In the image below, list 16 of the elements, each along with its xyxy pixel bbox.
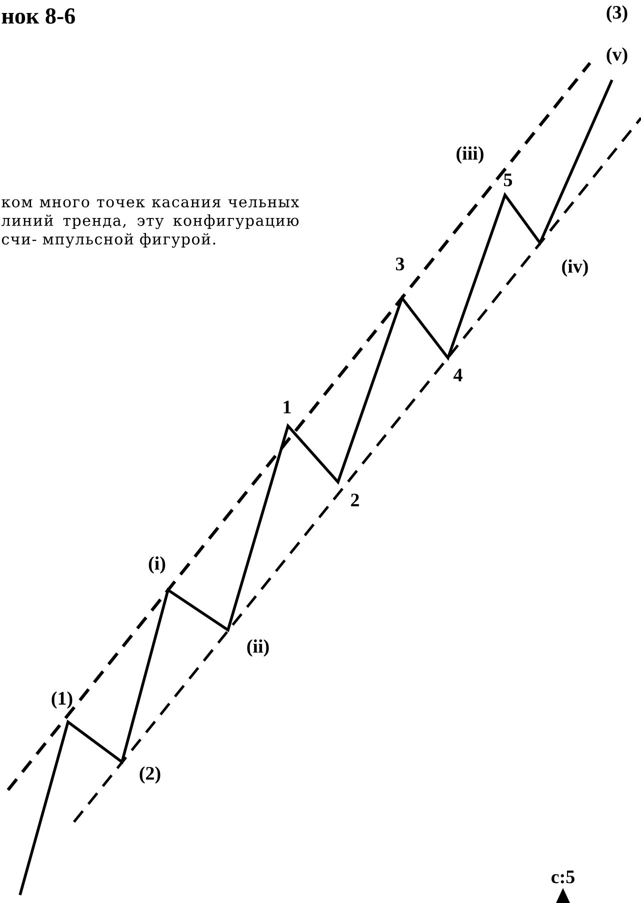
wave-label: (2) — [140, 766, 160, 784]
wave-label: 4 — [454, 368, 462, 382]
wave-label: (i) — [148, 556, 166, 574]
wave-label: 2 — [351, 494, 359, 506]
wave-label: c:5 — [552, 870, 574, 884]
wave-label: (1) — [52, 691, 72, 709]
wave-label: (3) — [606, 5, 628, 23]
wave-label: (ii) — [247, 639, 269, 657]
wave-label: 1 — [284, 400, 291, 414]
wave-label: 5 — [504, 174, 512, 186]
wave-label: (iii) — [456, 146, 484, 164]
description-text: ком много точек касания чельных линий тренда, эту конфигурацию счи- мпульсной фигурой. — [1, 199, 299, 248]
wave-label: 3 — [396, 258, 404, 270]
figure-title: нок 8-6 — [2, 8, 75, 24]
wave-label: (v) — [606, 47, 628, 65]
wave-label: (iv) — [562, 259, 588, 277]
